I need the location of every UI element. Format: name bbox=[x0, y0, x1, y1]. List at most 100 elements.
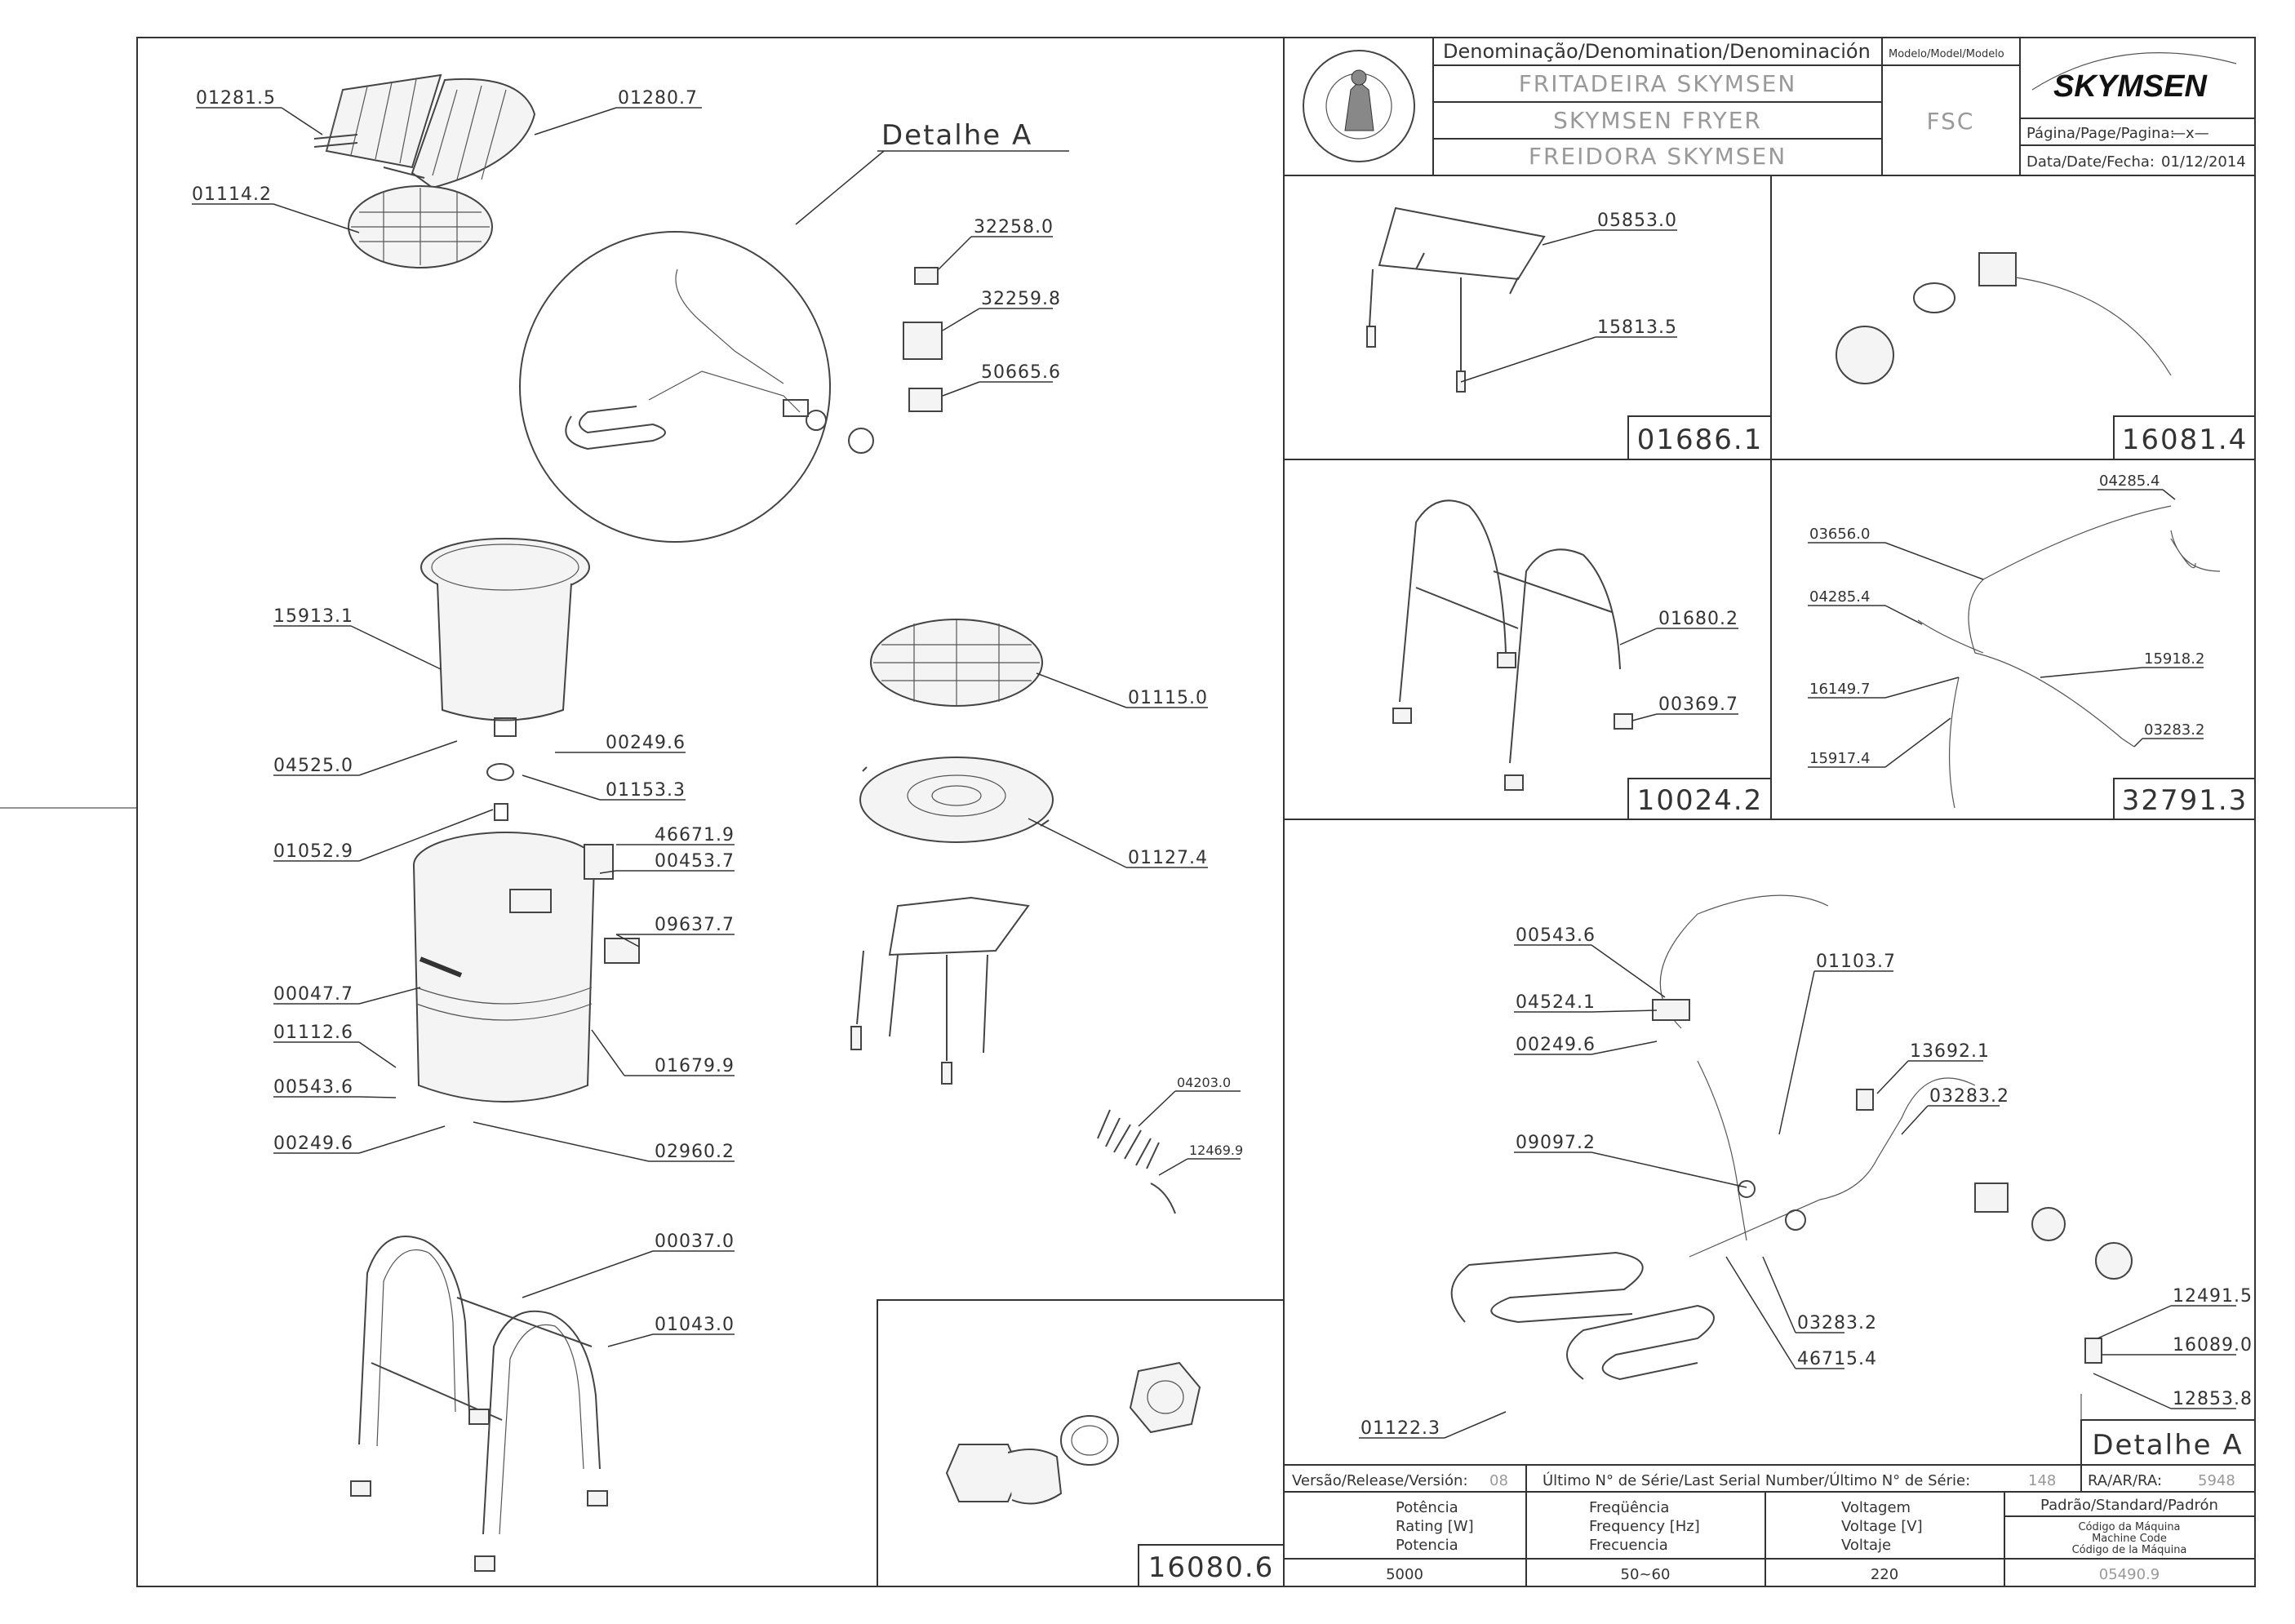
part-15917-4: 15917.4 bbox=[1809, 750, 1870, 767]
round-screen bbox=[870, 619, 1043, 707]
part-15918-2: 15918.2 bbox=[2144, 650, 2204, 668]
part-15813-5: 15813.5 bbox=[1597, 317, 1677, 338]
part-01153-3: 01153.3 bbox=[606, 780, 686, 801]
part-01280-7: 01280.7 bbox=[618, 88, 698, 109]
part-00249-6-c: 00249.6 bbox=[1516, 1035, 1596, 1055]
part-01127-4: 01127.4 bbox=[1128, 848, 1208, 868]
volt-value: 220 bbox=[1871, 1566, 1898, 1583]
part-00249-6-b: 00249.6 bbox=[273, 1134, 353, 1154]
part-32258-0: 32258.0 bbox=[974, 217, 1054, 237]
version-value: 08 bbox=[1489, 1472, 1508, 1489]
part-04285-4-a: 04285.4 bbox=[2099, 473, 2160, 490]
part-00047-7: 00047.7 bbox=[273, 984, 353, 1005]
code-en: Machine Code bbox=[2092, 1533, 2167, 1545]
panel-10024-stand bbox=[1392, 499, 1633, 791]
cable-springs bbox=[1097, 1109, 1176, 1214]
fryer-stand bbox=[350, 1236, 608, 1572]
freq-value: 50~60 bbox=[1621, 1566, 1671, 1583]
part-01103-7: 01103.7 bbox=[1816, 952, 1896, 972]
part-12491-5: 12491.5 bbox=[2173, 1286, 2253, 1307]
version-label: Versão/Release/Versión: bbox=[1292, 1472, 1468, 1489]
part-03283-2-c: 03283.2 bbox=[1797, 1313, 1877, 1333]
power-en: Rating [W] bbox=[1396, 1518, 1474, 1535]
model-label: Modelo/Model/Modelo bbox=[1889, 48, 2004, 60]
part-01114-2: 01114.2 bbox=[192, 184, 272, 205]
part-13692-1: 13692.1 bbox=[1910, 1041, 1990, 1062]
panel-16081-thermostat bbox=[1836, 252, 2172, 384]
basket-left bbox=[313, 73, 442, 169]
power-value: 5000 bbox=[1386, 1566, 1423, 1583]
part-32259-8: 32259.8 bbox=[981, 289, 1061, 309]
page-value: —x— bbox=[2171, 125, 2209, 142]
page-label: Página/Page/Pagina: bbox=[2026, 125, 2175, 142]
authorized-service-seal bbox=[1303, 50, 1415, 162]
assembly-10024-2: 10024.2 bbox=[1637, 784, 1764, 817]
name-en: SKYMSEN FRYER bbox=[1553, 107, 1762, 134]
part-01281-5: 01281.5 bbox=[196, 88, 276, 109]
freq-en: Frequency [Hz] bbox=[1589, 1518, 1700, 1535]
basket-right bbox=[383, 78, 536, 189]
sticker-32259 bbox=[903, 322, 943, 360]
part-01043-0: 01043.0 bbox=[655, 1315, 735, 1335]
code-value: 05490.9 bbox=[2099, 1566, 2160, 1583]
denomination-label: Denominação/Denomination/Denominación bbox=[1443, 40, 1871, 63]
part-01679-9: 01679.9 bbox=[655, 1056, 735, 1076]
sticker-50665 bbox=[908, 388, 943, 412]
part-01052-9: 01052.9 bbox=[273, 841, 353, 862]
skymsen-logo: SKYMSEN bbox=[2031, 52, 2237, 104]
part-01680-2: 01680.2 bbox=[1658, 609, 1738, 629]
code-es: Código de la Máquina bbox=[2072, 1544, 2187, 1556]
freq-es: Frecuencia bbox=[1589, 1537, 1668, 1554]
drawing-border bbox=[136, 37, 2256, 1587]
drain-valve-detail bbox=[945, 1361, 1201, 1505]
serial-value: 148 bbox=[2028, 1472, 2056, 1489]
date-value: 01/12/2014 bbox=[2161, 153, 2246, 171]
oil-tank bbox=[420, 538, 590, 737]
part-12469-9: 12469.9 bbox=[1189, 1143, 1243, 1158]
serial-label: Último N° de Série/Last Serial Number/Úl… bbox=[1543, 1471, 1970, 1489]
ra-value: 5948 bbox=[2198, 1472, 2235, 1489]
part-00543-6-b: 00543.6 bbox=[1516, 925, 1596, 946]
part-01115-0: 01115.0 bbox=[1128, 688, 1208, 708]
part-05853-0: 05853.0 bbox=[1597, 211, 1677, 231]
detail-a-title: Detalhe A bbox=[881, 119, 1032, 152]
code-pt: Código da Máquina bbox=[2078, 1521, 2180, 1533]
detail-a-assembly bbox=[1450, 894, 2133, 1381]
filter-screen bbox=[348, 185, 493, 268]
part-02960-2: 02960.2 bbox=[655, 1142, 735, 1162]
part-03283-2-a: 03283.2 bbox=[2144, 721, 2204, 739]
drain-nut bbox=[486, 763, 514, 781]
part-04525-0: 04525.0 bbox=[273, 756, 353, 776]
part-15913-1: 15913.1 bbox=[273, 606, 353, 627]
part-16149-7: 16149.7 bbox=[1809, 681, 1870, 698]
part-04524-1: 04524.1 bbox=[1516, 992, 1596, 1013]
part-00037-0: 00037.0 bbox=[655, 1231, 735, 1252]
detail-a-circle bbox=[519, 231, 831, 543]
name-es: FREIDORA SKYMSEN bbox=[1529, 143, 1787, 170]
part-16089-0: 16089.0 bbox=[2173, 1335, 2253, 1356]
detail-a-heating-element bbox=[565, 268, 874, 454]
fryer-body bbox=[413, 832, 640, 1103]
assembly-16080-6: 16080.6 bbox=[1148, 1551, 1275, 1584]
name-pt: FRITADEIRA SKYMSEN bbox=[1519, 70, 1797, 97]
assembly-01686-1: 01686.1 bbox=[1637, 424, 1764, 456]
volt-en: Voltage [V] bbox=[1841, 1518, 1923, 1535]
part-00249-6-a: 00249.6 bbox=[606, 733, 686, 753]
volt-pt: Voltagem bbox=[1841, 1499, 1911, 1516]
assembly-16081-4: 16081.4 bbox=[2122, 424, 2248, 456]
drain-nipple bbox=[494, 803, 508, 821]
part-00369-7: 00369.7 bbox=[1658, 694, 1738, 715]
part-leaders bbox=[192, 107, 2236, 1439]
sticker-32258 bbox=[914, 267, 939, 285]
ra-label: RA/AR/RA: bbox=[2088, 1472, 2162, 1489]
part-04285-4-b: 04285.4 bbox=[1809, 588, 1870, 606]
part-09097-2: 09097.2 bbox=[1516, 1133, 1596, 1153]
svg-text:SKYMSEN: SKYMSEN bbox=[2053, 69, 2208, 104]
part-04203-0: 04203.0 bbox=[1177, 1075, 1231, 1090]
freq-pt: Freqüência bbox=[1589, 1499, 1669, 1516]
part-46671-9: 46671.9 bbox=[655, 825, 735, 845]
date-label: Data/Date/Fecha: bbox=[2026, 153, 2155, 171]
basket-support bbox=[850, 896, 1030, 1085]
part-01122-3: 01122.3 bbox=[1361, 1418, 1440, 1439]
